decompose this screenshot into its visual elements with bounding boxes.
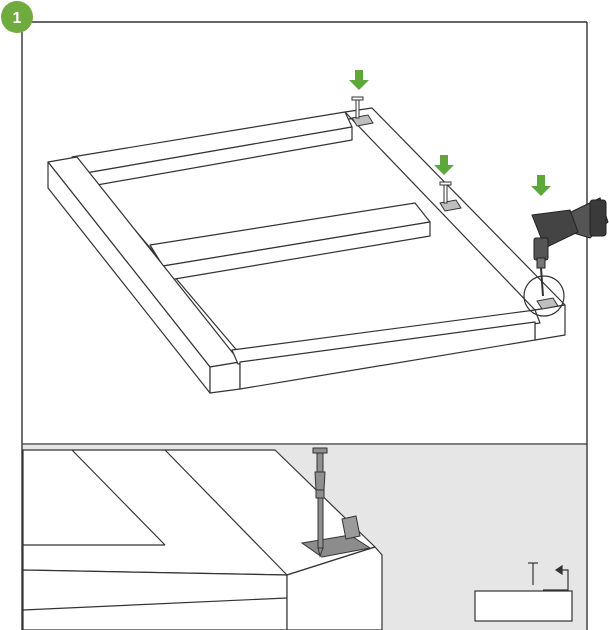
- detail-inset: [22, 445, 586, 630]
- magnifier-circle-icon: [523, 275, 565, 317]
- frame-assembly-top-view: [47, 107, 566, 394]
- step-number: 1: [13, 10, 22, 27]
- screw-1: [351, 96, 364, 119]
- arrow-down-icon: [349, 70, 369, 90]
- cordless-drill-icon: [531, 197, 609, 297]
- screw-2: [439, 181, 452, 204]
- arrow-down-icon: [434, 155, 454, 175]
- detail-bracket-flange: [341, 515, 361, 540]
- screw-with-bracket-icon: [474, 562, 573, 622]
- screws: [351, 96, 452, 204]
- bracket-3: [536, 297, 559, 310]
- rail-end-face: [286, 546, 383, 630]
- step-badge: 1: [1, 1, 33, 33]
- front-rail-top: [231, 309, 541, 365]
- step-panel-frame: [21, 21, 588, 630]
- left-rail-front: [209, 361, 241, 394]
- detail-screw: [312, 447, 328, 558]
- front-rail-front: [239, 321, 536, 390]
- arrow-down-icon: [531, 175, 551, 196]
